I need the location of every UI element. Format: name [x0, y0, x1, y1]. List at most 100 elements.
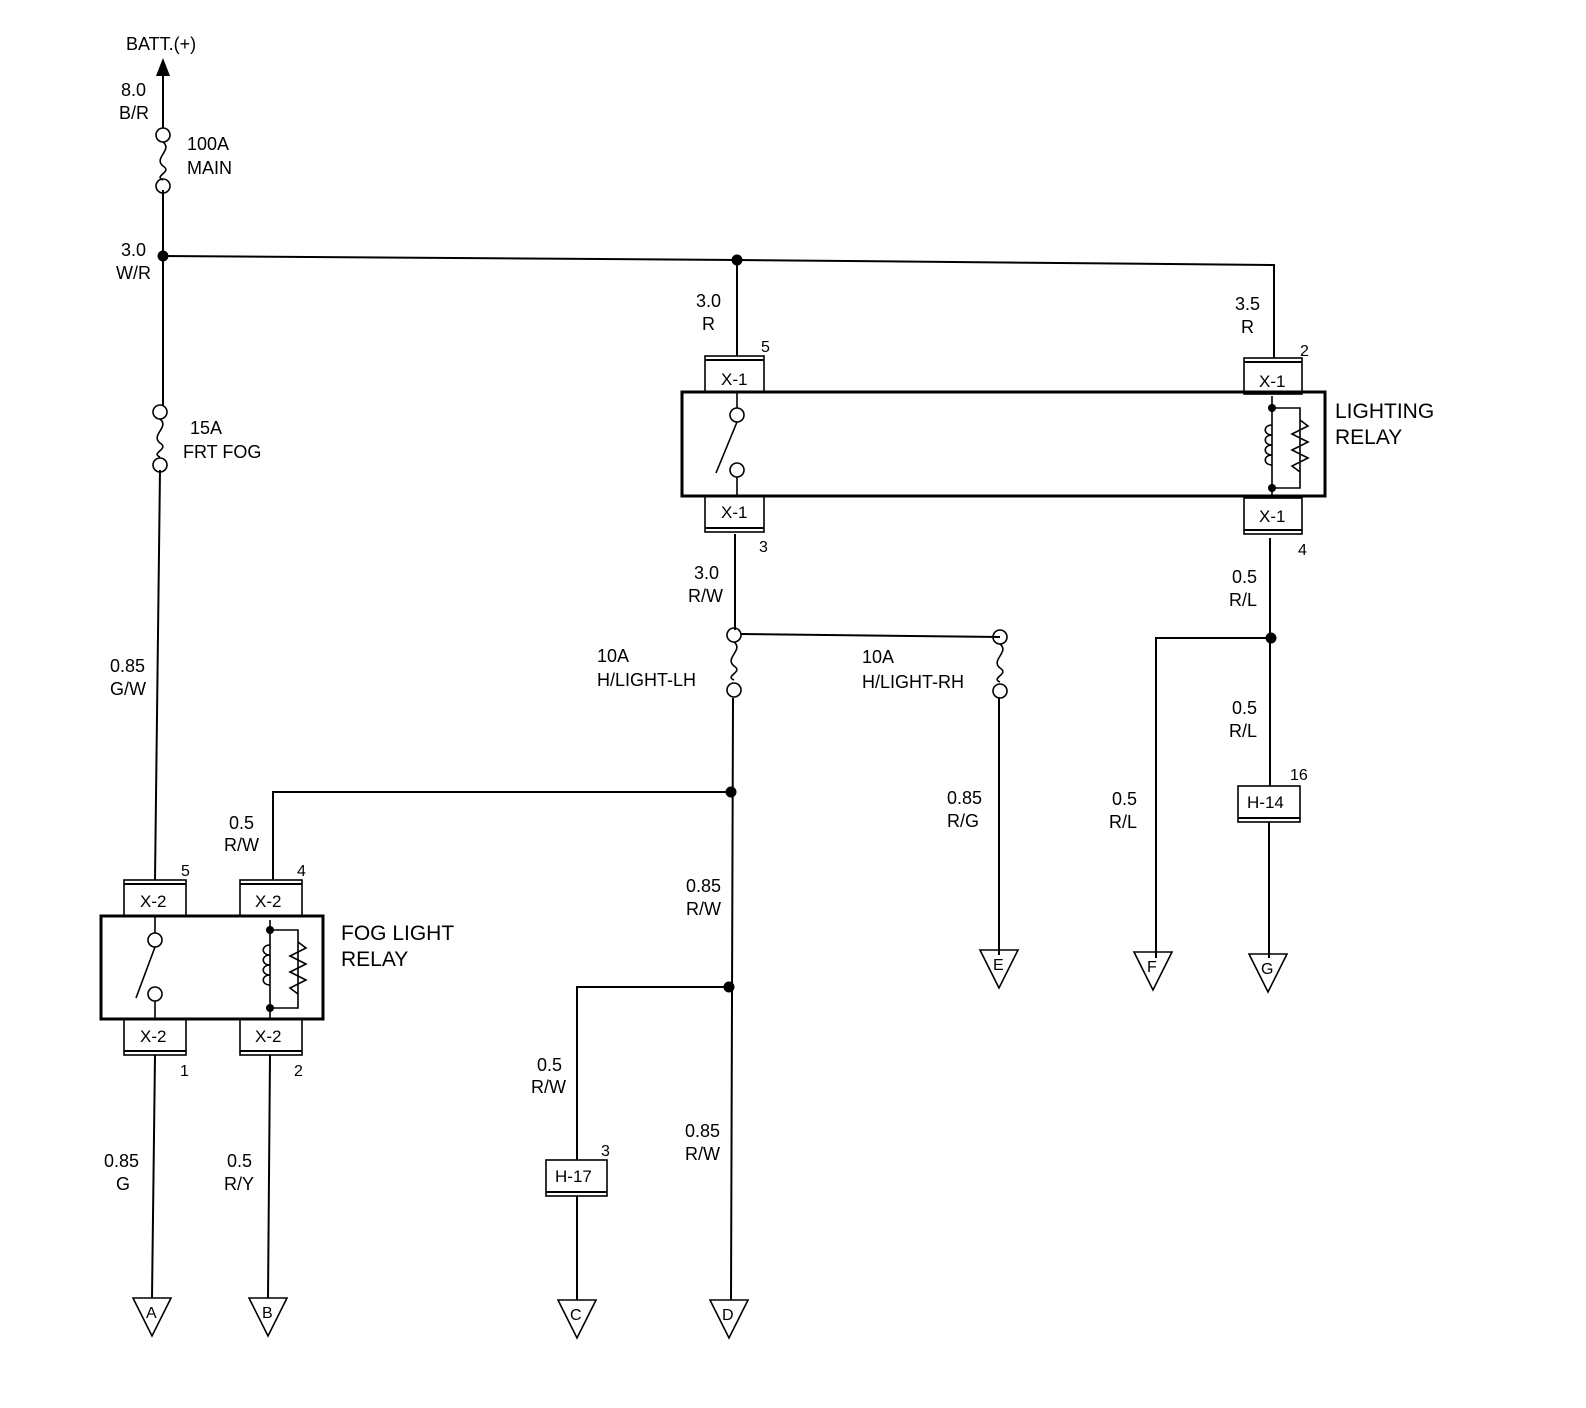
battery-arrow-icon: [156, 58, 170, 76]
connector-name: X-2: [140, 892, 166, 911]
fuse-hl-lh: 10A H/LIGHT-LH: [597, 627, 742, 698]
fuse-link-icon: [730, 641, 738, 681]
connector-pin: 2: [1300, 343, 1309, 360]
coil-node-icon: [266, 926, 274, 934]
connector-x2-2: X-2 2: [239, 1018, 303, 1080]
splices: [157, 250, 1277, 993]
relay-body: [99, 914, 325, 1021]
wire-size: 0.5: [1112, 789, 1137, 809]
wire-main-bus: [162, 255, 1275, 358]
wire-size: 0.5: [227, 1151, 252, 1171]
fuse-hl-rh: 10A H/LIGHT-RH: [862, 629, 1008, 699]
connector-pin: 1: [180, 1063, 189, 1080]
terminal-label: B: [262, 1305, 273, 1322]
terminal-label: D: [722, 1307, 734, 1324]
switch-blade-icon: [715, 421, 738, 474]
splice-dot-icon: [731, 254, 743, 266]
wire-to-h17: [576, 986, 729, 1160]
splice-dot-icon: [723, 981, 735, 993]
connector-name: X-1: [721, 503, 747, 522]
fuse-terminal-icon: [992, 683, 1008, 699]
coil-icon: [1264, 424, 1273, 466]
relay-title-line1: LIGHTING: [1335, 400, 1434, 423]
wire-size: 0.5: [537, 1055, 562, 1075]
coil-icon: [262, 944, 271, 986]
relay-title-line2: RELAY: [341, 948, 408, 971]
connector-x1-2: X-1 2: [1243, 343, 1309, 395]
wire-color: R/W: [224, 835, 259, 855]
connector-name: X-2: [255, 892, 281, 911]
terminal-g: G: [1247, 953, 1289, 994]
wire-fog-out-b: [267, 1054, 271, 1299]
coil-node-icon: [1268, 484, 1276, 492]
fuse-rating: 10A: [597, 646, 629, 666]
fuse-name: FRT FOG: [183, 442, 261, 462]
fuse-terminal-icon: [726, 627, 742, 643]
fuse-terminal-icon: [155, 178, 171, 194]
wire-color: R: [1241, 317, 1254, 337]
relay-title-line2: RELAY: [1335, 426, 1402, 449]
connector-name: H-14: [1247, 793, 1284, 812]
terminal-label: G: [1261, 961, 1273, 978]
terminal-a: A: [131, 1297, 173, 1338]
wire-color: R/G: [947, 811, 979, 831]
connector-pin: 16: [1290, 767, 1308, 784]
wire-color: B/R: [119, 103, 149, 123]
fuse-terminal-icon: [152, 404, 168, 420]
wire-fog-out-a: [151, 1054, 156, 1299]
connector-name: H-17: [555, 1167, 592, 1186]
connector-name: X-2: [255, 1027, 281, 1046]
terminal-arrow-icon: [978, 949, 1020, 990]
wire-size: 0.5: [1232, 567, 1257, 587]
wires: [151, 74, 1275, 1301]
fuse-link-icon: [156, 418, 164, 458]
wire-size: 0.5: [1232, 698, 1257, 718]
fuse-terminal-icon: [726, 682, 742, 698]
connector-h17: H-17 3: [545, 1143, 610, 1197]
wire-size: 3.0: [696, 291, 721, 311]
terminal-label: A: [146, 1305, 157, 1322]
wire-branch-f: [1155, 637, 1270, 958]
fuse-name: H/LIGHT-RH: [862, 672, 964, 692]
connector-x1-5: X-1 5: [704, 339, 770, 393]
wire-fog-coil-in: [272, 791, 731, 880]
wire-to-rh-fuse: [740, 633, 1001, 638]
terminal-arrow-icon: [247, 1297, 289, 1338]
fuse-terminal-icon: [152, 457, 168, 473]
wire-color: R/W: [531, 1077, 566, 1097]
connector-x2-5: X-2 5: [123, 863, 190, 917]
wire-color: R/L: [1109, 812, 1137, 832]
connector-name: X-1: [721, 370, 747, 389]
connector-pin: 4: [1298, 542, 1307, 559]
terminal-e: E: [978, 949, 1020, 990]
fuse-name: H/LIGHT-LH: [597, 670, 696, 690]
splice-dot-icon: [725, 786, 737, 798]
wire-color: R/W: [685, 1144, 720, 1164]
terminal-arrow-icon: [556, 1299, 598, 1340]
terminal-d: D: [708, 1299, 750, 1340]
fuse-name: MAIN: [187, 158, 232, 178]
wire-color: G: [116, 1174, 130, 1194]
fuse-terminal-icon: [155, 127, 171, 143]
fuse-main: 100A MAIN: [155, 127, 232, 194]
resistor-icon: [288, 941, 308, 995]
coil-frame: [269, 920, 299, 1019]
wire-fog-feed: [154, 469, 161, 881]
connector-pin: 5: [761, 339, 770, 356]
terminal-arrow-icon: [1247, 953, 1289, 994]
terminal-c: C: [556, 1299, 598, 1340]
terminal-arrow-icon: [708, 1299, 750, 1340]
wire-size: 3.0: [121, 240, 146, 260]
wire-lh-down: [730, 697, 734, 1301]
terminal-arrow-icon: [131, 1297, 173, 1338]
terminal-label: F: [1147, 959, 1157, 976]
terminal-label: C: [570, 1307, 582, 1324]
connector-x1-3: X-1 3: [704, 495, 768, 556]
wire-size: 0.85: [685, 1121, 720, 1141]
wire-color: R/W: [686, 899, 721, 919]
connector-pin: 3: [759, 539, 768, 556]
fuse-link-icon: [996, 643, 1004, 683]
wire-size: 0.85: [104, 1151, 139, 1171]
connector-pin: 5: [181, 863, 190, 880]
connector-h14: H-14 16: [1237, 767, 1308, 823]
